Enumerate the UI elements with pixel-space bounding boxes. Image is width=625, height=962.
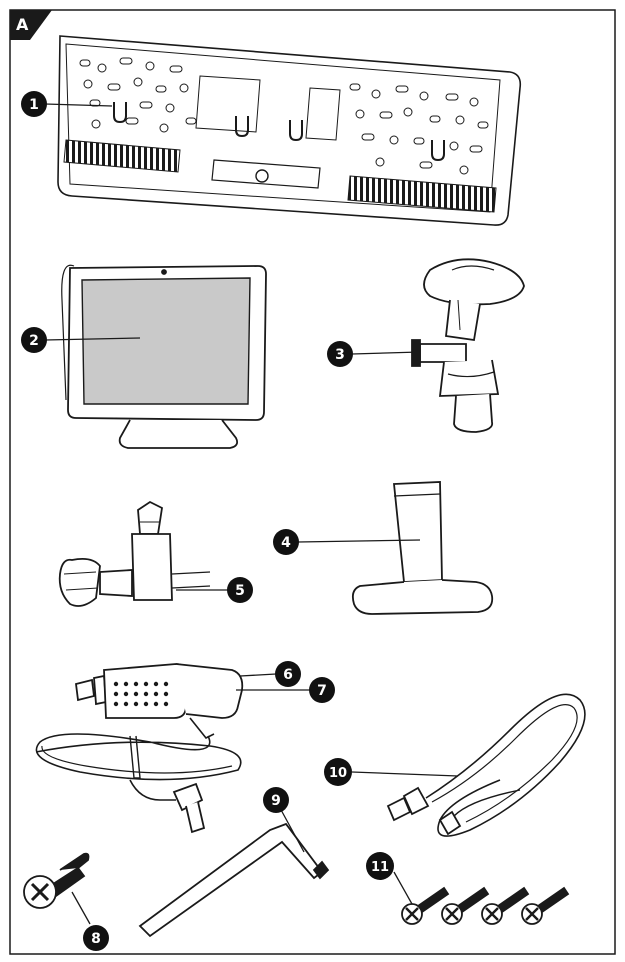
license-plate-frame-icon <box>57 35 522 226</box>
callout-10-label: 10 <box>329 766 347 781</box>
monitor-icon <box>61 264 267 449</box>
callout-11-label: 11 <box>371 860 389 875</box>
callout-7: 7 <box>309 677 335 703</box>
panel-label: A <box>10 10 52 40</box>
leader-line-6 <box>239 673 277 677</box>
ball-joint-adapter-icon <box>58 500 211 607</box>
callout-2: 2 <box>21 327 47 353</box>
leader-line-3 <box>351 351 421 355</box>
usb-cable-icon <box>386 693 586 837</box>
leader-line-8 <box>71 891 91 925</box>
leader-line-2 <box>44 337 141 341</box>
leader-lines <box>44 103 459 925</box>
callout-3: 3 <box>327 341 353 367</box>
callout-2-label: 2 <box>29 333 39 349</box>
screws-set-icon <box>401 886 570 925</box>
car-charger-cable-icon <box>35 663 244 834</box>
figure-border <box>9 9 616 955</box>
callout-10: 10 <box>324 758 352 786</box>
callout-1: 1 <box>21 91 47 117</box>
callout-9-label: 9 <box>271 793 281 809</box>
allen-key-icon <box>138 822 330 938</box>
leader-line-9 <box>279 807 305 853</box>
callout-1-label: 1 <box>29 97 39 113</box>
callout-4: 4 <box>273 529 299 555</box>
callout-6-label: 6 <box>283 667 293 683</box>
stand-icon <box>351 481 494 615</box>
svg-text:A: A <box>16 15 29 34</box>
callout-6: 6 <box>275 661 301 687</box>
callout-7-label: 7 <box>317 683 327 699</box>
callout-4-label: 4 <box>281 535 291 551</box>
leader-line-10 <box>351 771 459 777</box>
callout-9: 9 <box>263 787 289 813</box>
leader-line-1 <box>44 103 113 107</box>
callout-8: 8 <box>83 925 109 951</box>
callout-8-label: 8 <box>91 931 101 947</box>
suction-mount-icon <box>411 258 525 433</box>
leader-line-11 <box>393 871 413 905</box>
callout-5-label: 5 <box>235 583 245 599</box>
callout-11: 11 <box>366 852 394 880</box>
callout-3-label: 3 <box>335 347 345 363</box>
leader-line-4 <box>297 539 421 543</box>
screw-icon <box>23 852 90 909</box>
callout-5: 5 <box>227 577 253 603</box>
